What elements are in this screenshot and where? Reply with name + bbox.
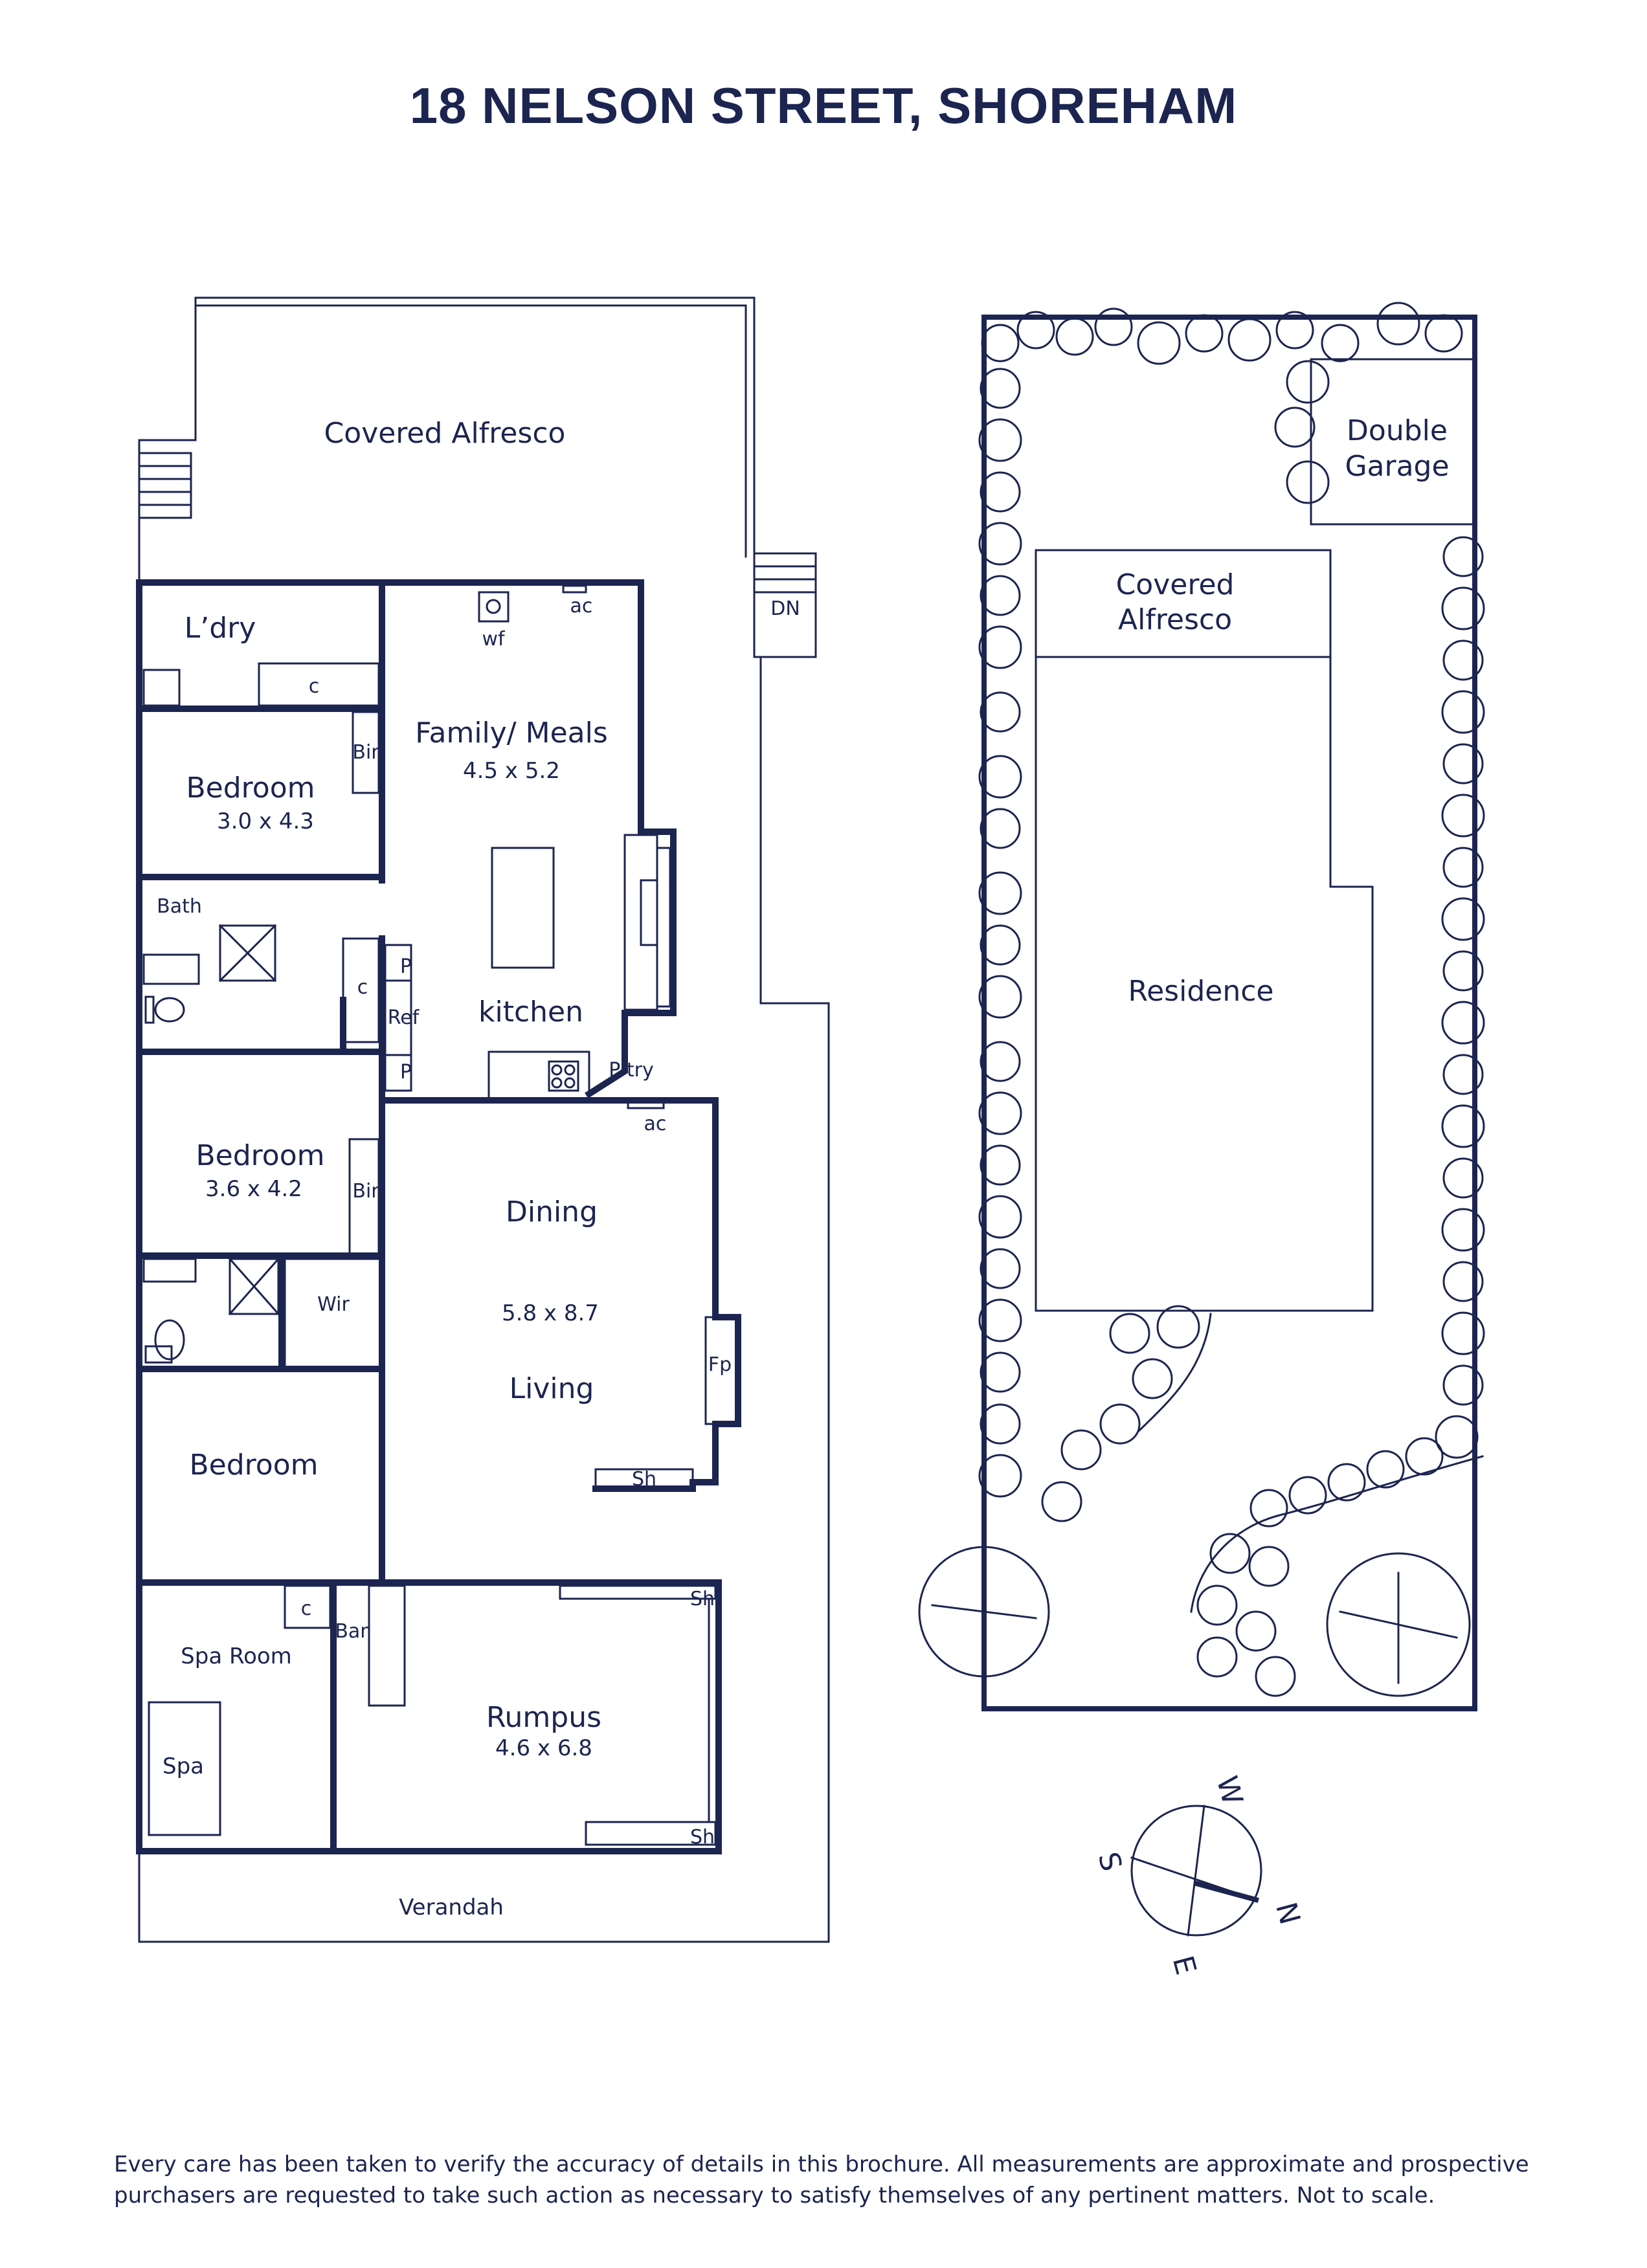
covered-alfresco-label: Covered Alfresco — [324, 417, 566, 450]
bir-label-2: Bir — [352, 1180, 379, 1203]
bedroom1-label: Bedroom — [186, 772, 315, 805]
ac-label-1: ac — [570, 595, 593, 617]
bath-label: Bath — [157, 895, 202, 918]
compass-s: S — [1092, 1849, 1128, 1874]
garage-label: Garage — [1345, 450, 1449, 483]
bedroom2-label: Bedroom — [196, 1139, 324, 1172]
page-title: 18 NELSON STREET, SHOREHAM — [409, 77, 1238, 134]
compass — [1130, 1805, 1262, 1937]
ref-label: Ref — [388, 1006, 420, 1029]
boundary-trees — [918, 302, 1485, 1697]
disclaimer-line-2: purchasers are requested to take such ac… — [114, 2183, 1435, 2208]
double-label: Double — [1347, 414, 1448, 447]
wf-label: wf — [482, 628, 506, 650]
verandah-label: Verandah — [399, 1895, 504, 1920]
disclaimer: Every care has been taken to verify the … — [114, 2149, 1571, 2211]
c-label-2: c — [357, 976, 368, 999]
fp-label: Fp — [708, 1353, 732, 1376]
bedroom1-dims: 3.0 x 4.3 — [217, 808, 314, 834]
compass-n: N — [1269, 1899, 1306, 1928]
sh-label-3: Sh — [690, 1826, 715, 1849]
covered-label: Covered — [1116, 568, 1235, 601]
p-label-2: P — [400, 1061, 412, 1084]
bir-label-1: Bir — [352, 741, 379, 764]
spa-room-label: Spa Room — [181, 1643, 292, 1669]
house-walls — [136, 579, 741, 1854]
dn-label: DN — [770, 597, 800, 620]
site-buildings — [1035, 358, 1484, 1613]
pantry-label: P’try — [609, 1059, 653, 1082]
c-label-3: c — [301, 1597, 312, 1620]
spa-label: Spa — [162, 1753, 204, 1779]
c-label-1: c — [309, 675, 320, 698]
laundry-label: L’dry — [185, 612, 256, 645]
disclaimer-line-1: Every care has been taken to verify the … — [114, 2151, 1529, 2177]
alfresco-label: Alfresco — [1118, 603, 1232, 636]
rumpus-dims: 4.6 x 6.8 — [495, 1735, 592, 1761]
sh-label-2: Sh — [690, 1588, 715, 1610]
bedroom2-dims: 3.6 x 4.2 — [205, 1176, 302, 1202]
rumpus-label: Rumpus — [486, 1701, 601, 1734]
compass-e: E — [1166, 1952, 1202, 1978]
dining-label: Dining — [506, 1195, 598, 1228]
wir-label: Wir — [317, 1293, 350, 1316]
dining-dims: 5.8 x 8.7 — [502, 1300, 599, 1326]
alfresco-outline — [138, 296, 830, 1943]
family-dims: 4.5 x 5.2 — [463, 758, 560, 784]
sh-label-1: Sh — [632, 1468, 656, 1491]
p-label-1: P — [400, 955, 412, 978]
ac-label-2: ac — [644, 1113, 667, 1135]
bedroom3-label: Bedroom — [189, 1449, 318, 1482]
bar-label: Bar — [335, 1620, 368, 1643]
site-boundary — [981, 315, 1477, 1711]
residence-label: Residence — [1128, 975, 1274, 1008]
fixtures — [142, 584, 739, 1846]
family-meals-label: Family/ Meals — [415, 717, 608, 750]
living-label: Living — [510, 1372, 594, 1405]
kitchen-label: kitchen — [478, 995, 583, 1028]
compass-w: W — [1210, 1773, 1249, 1808]
